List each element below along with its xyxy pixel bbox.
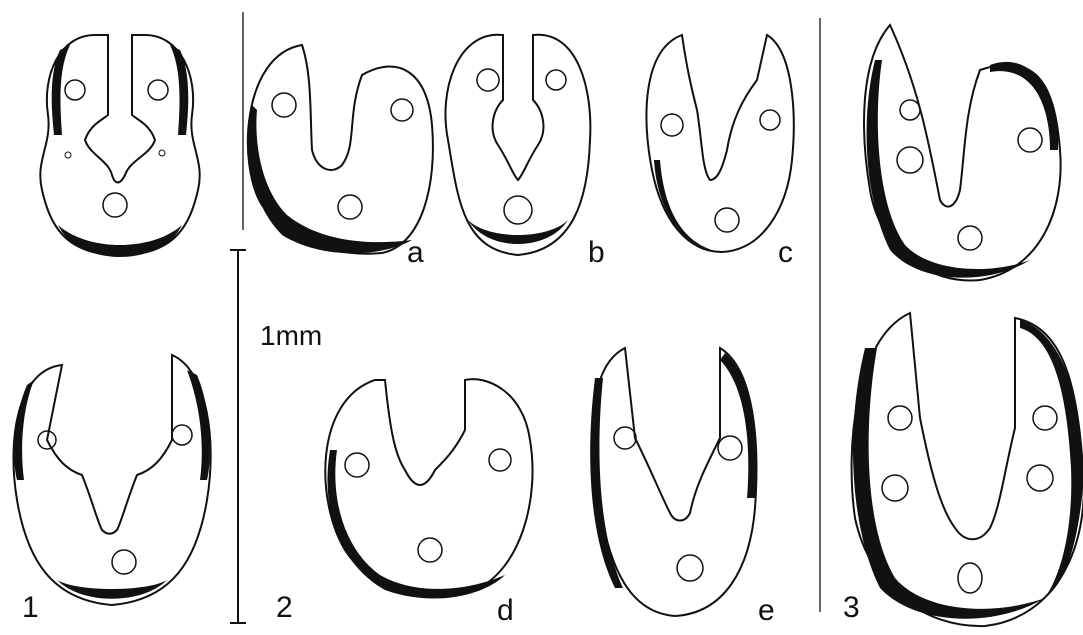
group-label-1: 1 (22, 593, 39, 623)
section-e (590, 348, 757, 616)
section-d (325, 379, 532, 598)
section-a (248, 45, 433, 254)
section-label-e: e (758, 596, 775, 626)
section-label-d: d (497, 596, 514, 626)
group-label-2: 2 (276, 593, 293, 623)
section-3-top (864, 25, 1061, 280)
section-3-bottom (852, 313, 1083, 626)
group-label-3: 3 (843, 593, 860, 623)
scale-bar-label: 1mm (260, 322, 322, 350)
section-1-bottom (13, 355, 210, 605)
scale-bar (230, 250, 246, 623)
section-1-top (40, 35, 199, 257)
section-b (445, 35, 590, 255)
section-c (646, 35, 793, 252)
section-label-c: c (778, 238, 793, 268)
section-label-a: a (407, 238, 424, 268)
section-label-b: b (588, 238, 605, 268)
